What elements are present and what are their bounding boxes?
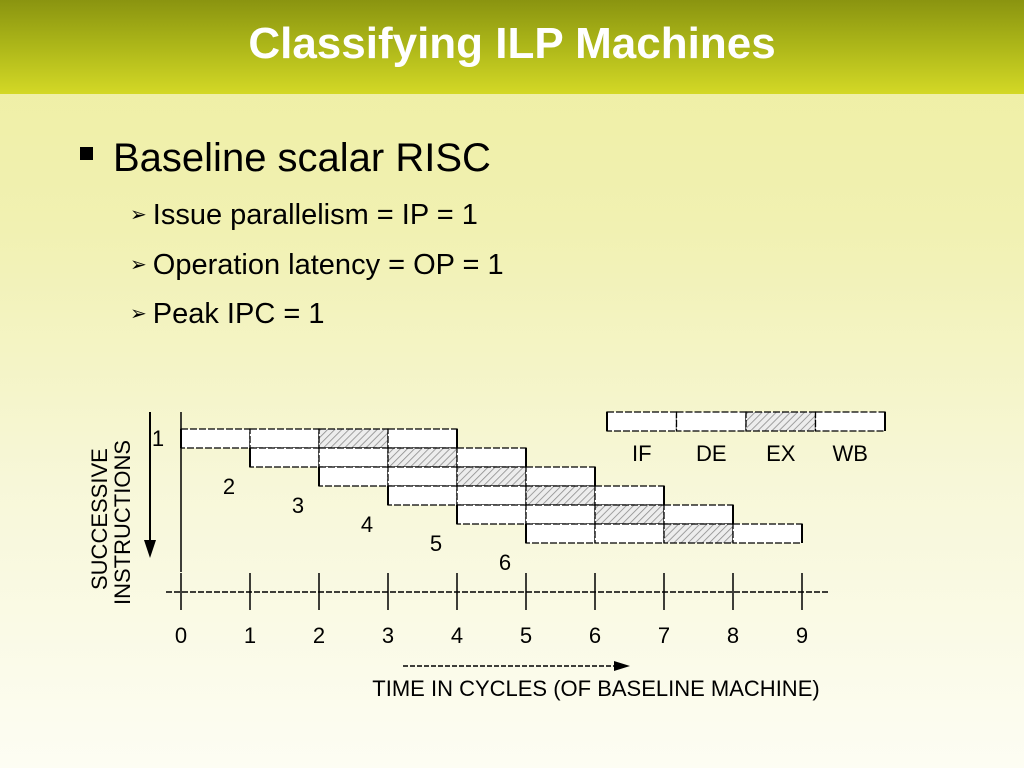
y-axis-arrow-head-icon xyxy=(144,540,156,558)
instruction-number: 4 xyxy=(361,512,373,537)
instruction-labels: 1 2 3 4 5 6 xyxy=(152,426,511,575)
stage-box xyxy=(318,428,389,449)
stage-box xyxy=(525,466,596,487)
tick-label: 1 xyxy=(244,623,256,648)
x-axis-arrow-head-icon xyxy=(614,661,630,671)
tick-label: 7 xyxy=(658,623,670,648)
legend-box xyxy=(814,411,886,432)
time-axis-ticks xyxy=(180,573,803,610)
stage-legend: IF DE EX WB xyxy=(606,411,886,466)
pipeline-rows xyxy=(180,428,803,544)
stage-box xyxy=(594,485,665,506)
sub-bullet: ➢ Issue parallelism = IP = 1 xyxy=(130,195,478,235)
main-bullet-text: Baseline scalar RISC xyxy=(113,135,491,180)
stage-box xyxy=(525,485,596,506)
stage-box xyxy=(387,485,458,506)
legend-box xyxy=(606,411,678,432)
instruction-number: 6 xyxy=(499,550,511,575)
legend-stage-label: WB xyxy=(833,441,868,466)
tick-label: 3 xyxy=(382,623,394,648)
instruction-row xyxy=(180,428,458,449)
sub-bullet: ➢ Operation latency = OP = 1 xyxy=(130,245,504,285)
stage-box xyxy=(318,447,389,468)
stage-box xyxy=(663,504,734,525)
instruction-number: 1 xyxy=(152,426,164,451)
instruction-number: 3 xyxy=(292,493,304,518)
instruction-row xyxy=(387,485,665,506)
sub-bullet: ➢ Peak IPC = 1 xyxy=(130,294,324,334)
legend-box xyxy=(745,411,817,432)
sub-bullet-text: Peak IPC = 1 xyxy=(152,297,325,330)
time-axis-tick-labels: 0 1 2 3 4 5 6 7 8 9 xyxy=(175,623,808,648)
arrow-bullet-icon: ➢ xyxy=(130,254,147,276)
legend-box xyxy=(675,411,747,432)
y-axis-label: SUCCESSIVE xyxy=(87,448,112,590)
tick-label: 9 xyxy=(796,623,808,648)
instruction-row xyxy=(525,523,803,544)
stage-box xyxy=(387,466,458,487)
stage-box xyxy=(387,447,458,468)
tick-label: 6 xyxy=(589,623,601,648)
stage-box xyxy=(525,523,596,544)
legend-stage-label: IF xyxy=(632,441,652,466)
stage-box xyxy=(525,504,596,525)
stage-box xyxy=(456,504,527,525)
tick-label: 5 xyxy=(520,623,532,648)
sub-bullet-text: Operation latency = OP = 1 xyxy=(152,248,504,281)
tick-label: 8 xyxy=(727,623,739,648)
stage-box xyxy=(456,485,527,506)
stage-box xyxy=(456,447,527,468)
tick-label: 2 xyxy=(313,623,325,648)
stage-box xyxy=(318,466,389,487)
title-bar: Classifying ILP Machines xyxy=(0,0,1024,94)
stage-box xyxy=(249,447,320,468)
square-bullet-icon xyxy=(80,146,93,160)
slide-title: Classifying ILP Machines xyxy=(248,19,776,68)
instruction-row xyxy=(249,447,527,468)
instruction-row xyxy=(318,466,596,487)
stage-box xyxy=(594,523,665,544)
arrow-bullet-icon: ➢ xyxy=(130,303,147,325)
legend-stage-label: DE xyxy=(696,441,727,466)
instruction-number: 2 xyxy=(223,474,235,499)
tick-label: 0 xyxy=(175,623,187,648)
stage-box xyxy=(456,466,527,487)
instruction-number: 5 xyxy=(430,531,442,556)
sub-bullet-text: Issue parallelism = IP = 1 xyxy=(152,198,478,231)
stage-box xyxy=(663,523,734,544)
legend-stage-label: EX xyxy=(766,441,796,466)
main-bullet: Baseline scalar RISC xyxy=(80,130,491,186)
stage-box xyxy=(249,428,320,449)
y-axis-label: INSTRUCTIONS xyxy=(110,440,135,605)
stage-box xyxy=(180,428,251,449)
arrow-bullet-icon: ➢ xyxy=(130,204,147,226)
stage-box xyxy=(387,428,458,449)
stage-box xyxy=(594,504,665,525)
stage-box xyxy=(732,523,803,544)
x-axis-label: TIME IN CYCLES (OF BASELINE MACHINE) xyxy=(372,676,819,701)
tick-label: 4 xyxy=(451,623,463,648)
instruction-row xyxy=(456,504,734,525)
